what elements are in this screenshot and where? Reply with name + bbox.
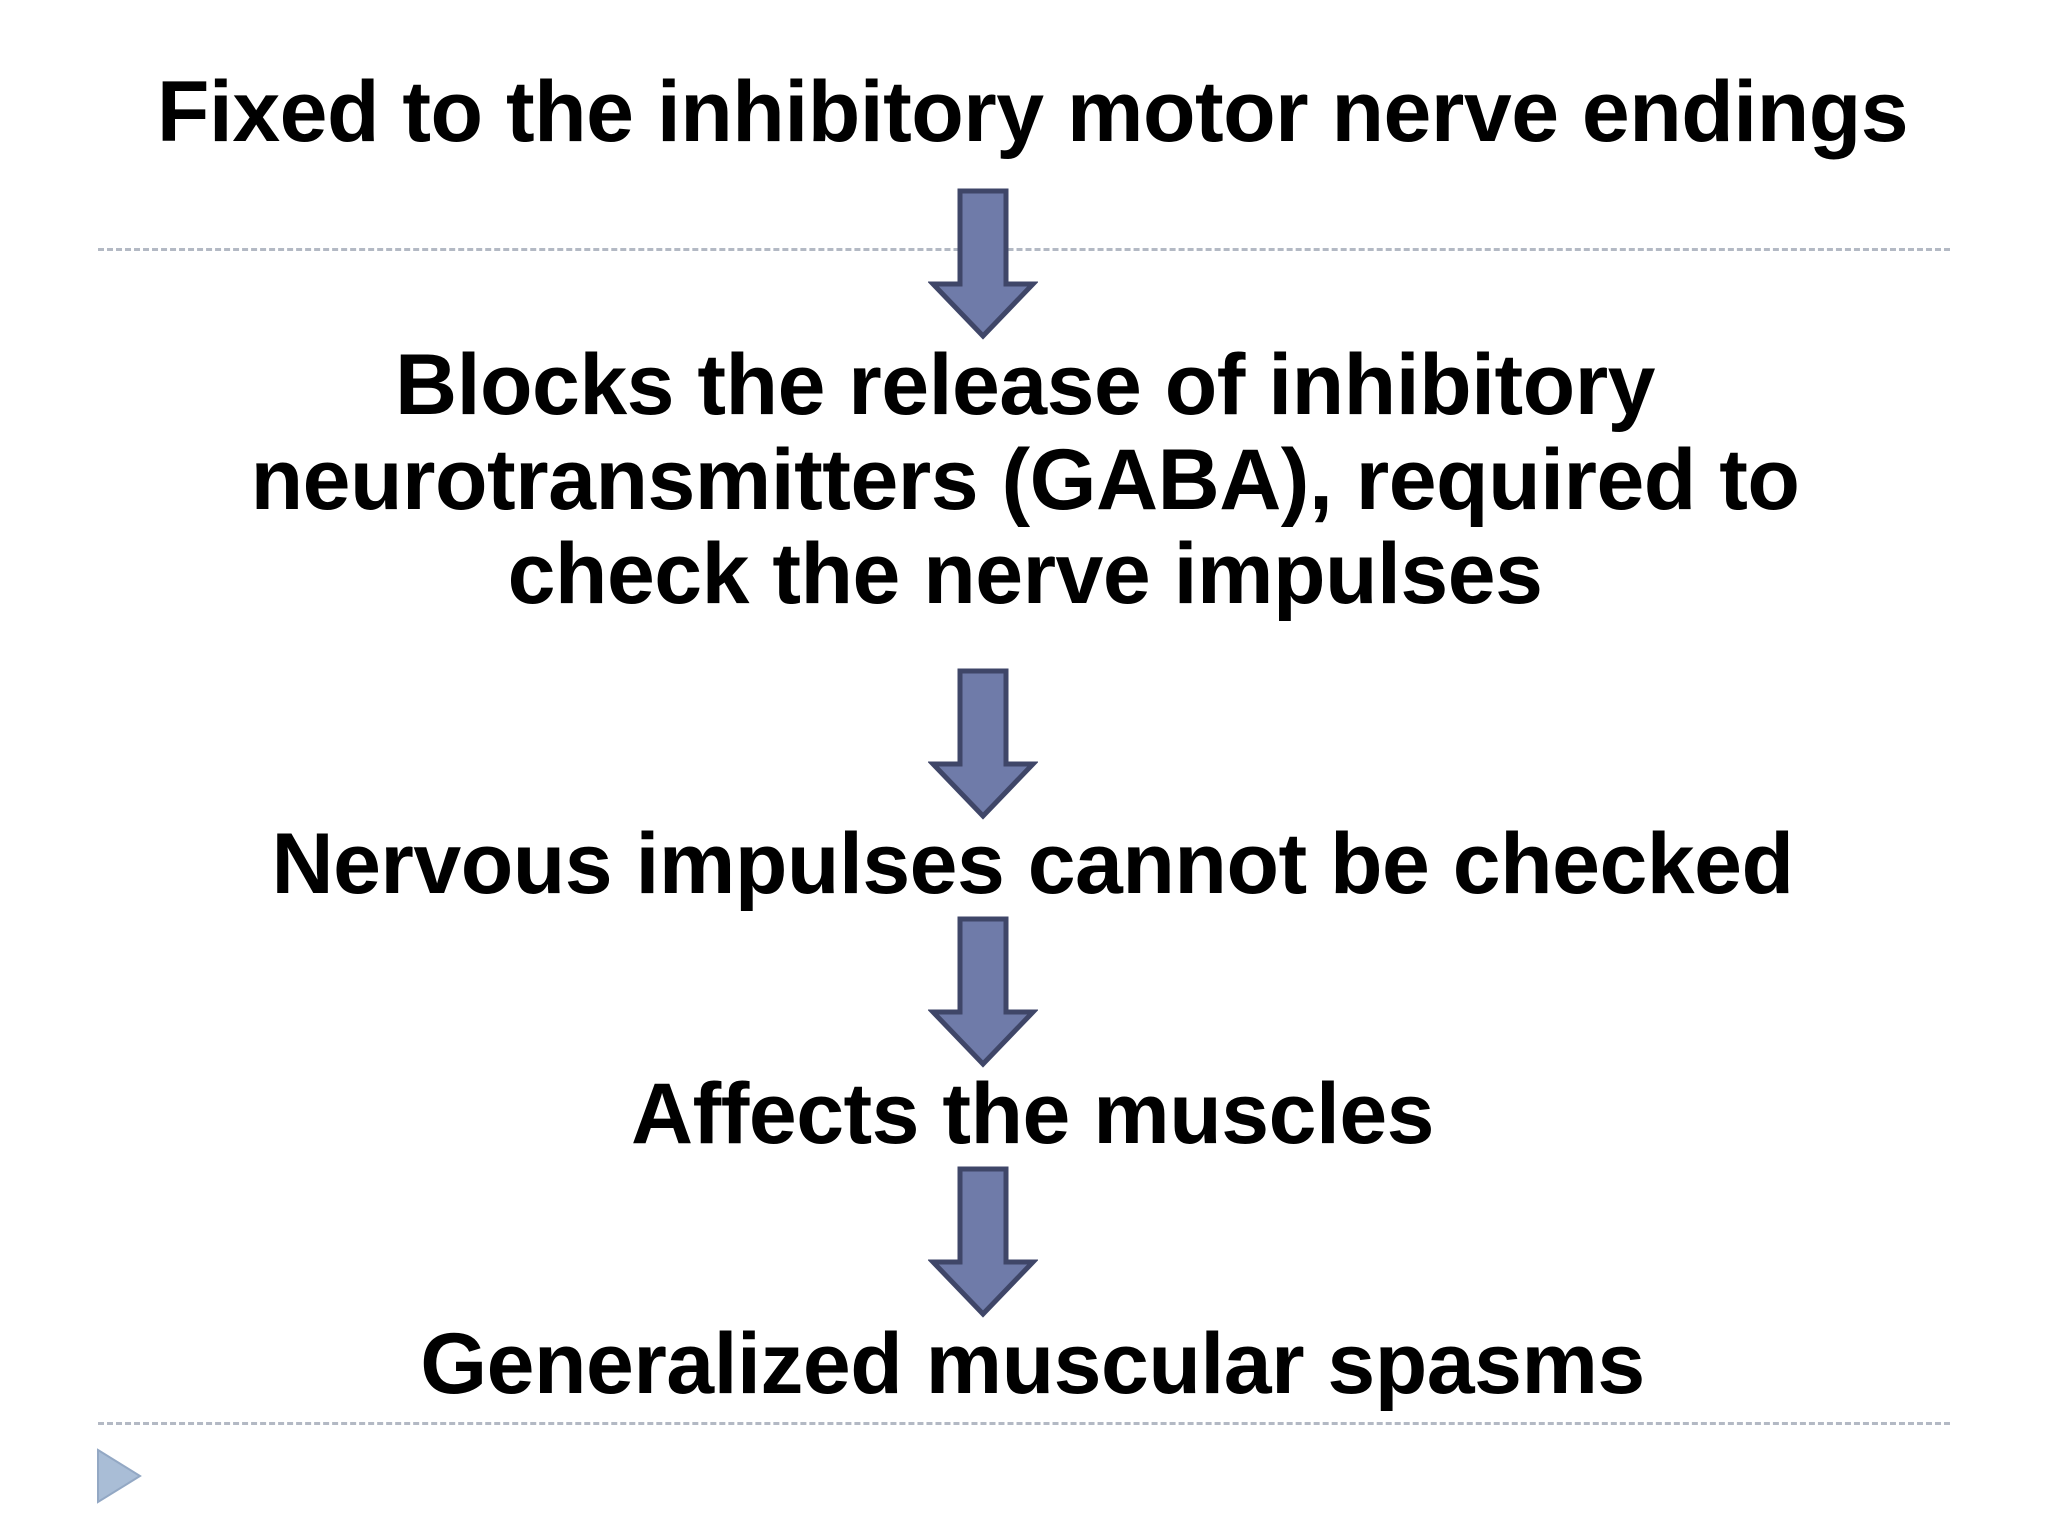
down-arrow-icon-1 [928, 188, 1038, 340]
flow-step-5-text: Generalized muscular spasms [420, 1316, 1645, 1412]
flow-step-1-text: Fixed to the inhibitory motor nerve endi… [156, 64, 1909, 160]
down-arrow-icon-2 [928, 668, 1038, 820]
down-arrow-shape [928, 188, 1038, 340]
flow-step-4-text: Affects the muscles [630, 1066, 1435, 1162]
down-arrow-icon-4 [928, 1166, 1038, 1318]
bottom-divider-rule [98, 1422, 1950, 1425]
triangle-right-shape [97, 1448, 142, 1504]
down-arrow-shape [928, 1166, 1038, 1318]
flow-step-3-text: Nervous impulses cannot be checked [271, 816, 1794, 912]
top-divider-rule [98, 248, 1950, 251]
down-arrow-icon-3 [928, 916, 1038, 1068]
down-arrow-shape [928, 916, 1038, 1068]
down-arrow-shape [928, 668, 1038, 820]
flow-step-2-text: Blocks the release of inhibitory neurotr… [250, 337, 1800, 623]
triangle-right-bullet-icon [96, 1448, 142, 1504]
